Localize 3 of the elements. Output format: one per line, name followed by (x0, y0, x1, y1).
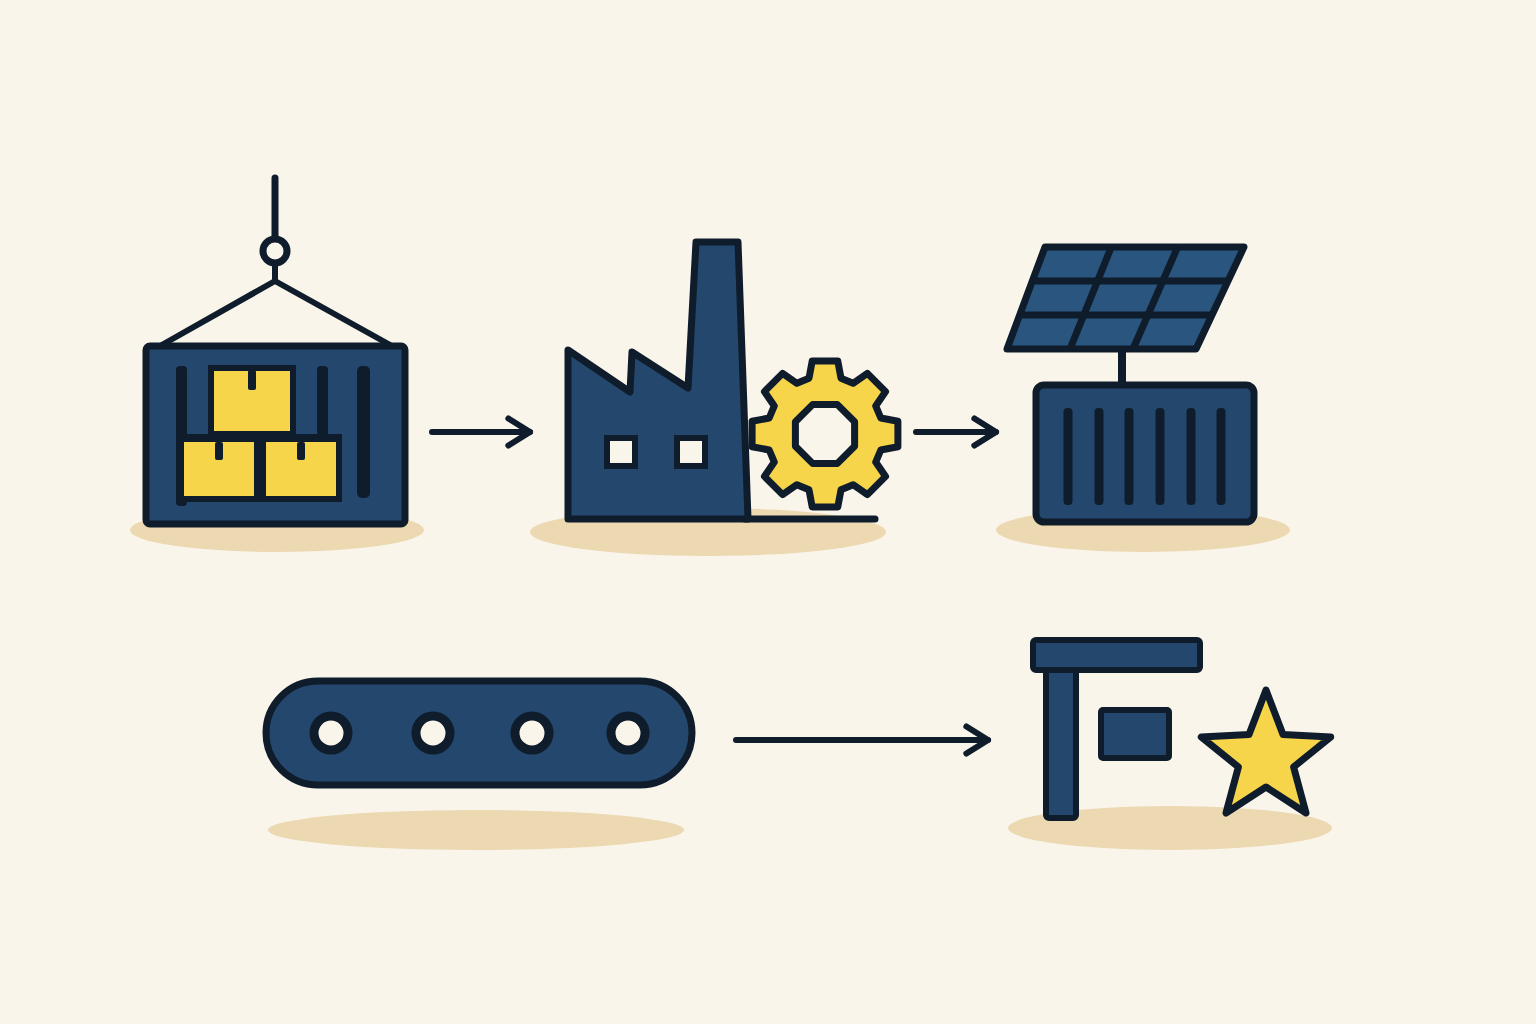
arrow (733, 723, 992, 757)
arrow (429, 415, 534, 449)
arrow (913, 415, 1000, 449)
